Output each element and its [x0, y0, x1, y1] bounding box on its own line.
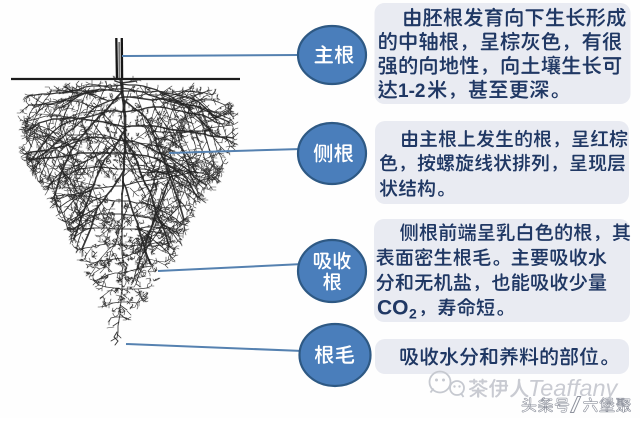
- svg-text:Teaffany: Teaffany: [528, 375, 619, 401]
- svg-text:1-2: 1-2: [398, 81, 425, 102]
- svg-text:2: 2: [409, 306, 417, 322]
- svg-text:CO: CO: [377, 297, 409, 320]
